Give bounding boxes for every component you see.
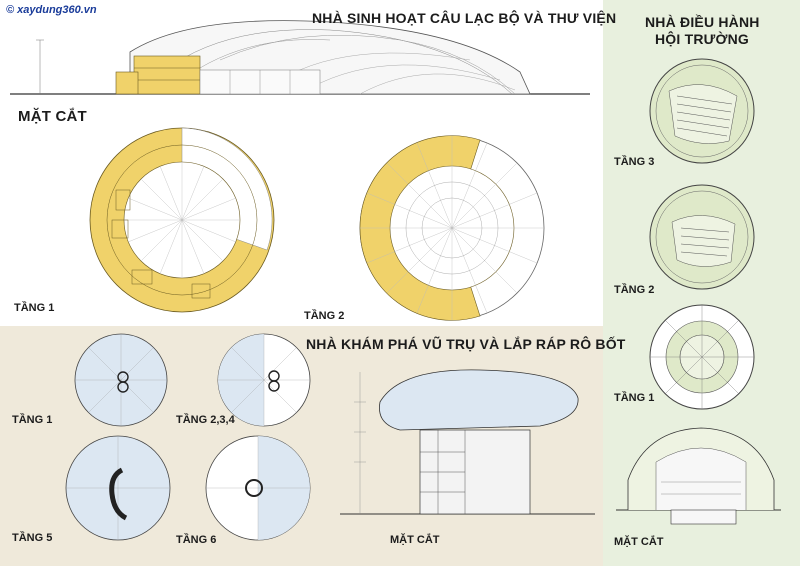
admin-section-drawing [616,427,781,525]
club-floor1-plan [89,127,275,313]
admin-floor2-plan [649,184,755,290]
club-title: NHÀ SINH HOẠT CÂU LẠC BỘ VÀ THƯ VIỆN [312,10,617,26]
space-floor1-label: TẦNG 1 [12,414,53,426]
club-floor2-plan [359,135,545,321]
admin-floor3-plan [649,58,755,164]
club-floor2-label: TẦNG 2 [304,310,345,322]
space-floor234-label: TẦNG 2,3,4 [176,414,235,426]
admin-title-line1: NHÀ ĐIỀU HÀNH [645,14,760,30]
space-floor6-plan [205,435,311,541]
admin-title-line2: HỘI TRƯỜNG [655,31,749,47]
space-floor6-label: TẦNG 6 [176,534,217,546]
admin-floor3-label: TẦNG 3 [614,156,655,168]
admin-floor2-label: TẦNG 2 [614,284,655,296]
space-floor5-label: TẦNG 5 [12,532,53,544]
space-floor5-plan [65,435,171,541]
space-section-label: MẶT CẮT [390,534,440,546]
watermark: © xaydung360.vn [6,4,97,16]
club-section-label: MẶT CẮT [18,108,87,125]
club-section-drawing [10,20,590,95]
space-floor1-plan [74,333,168,427]
space-title: NHÀ KHÁM PHÁ VŨ TRỤ VÀ LẮP RÁP RÔ BỐT [306,336,626,352]
club-floor1-label: TẦNG 1 [14,302,55,314]
admin-floor1-plan [649,304,755,410]
admin-section-label: MẶT CẮT [614,536,664,548]
admin-floor1-label: TẦNG 1 [614,392,655,404]
space-floor234-plan [217,333,311,427]
space-section-drawing [340,369,595,515]
